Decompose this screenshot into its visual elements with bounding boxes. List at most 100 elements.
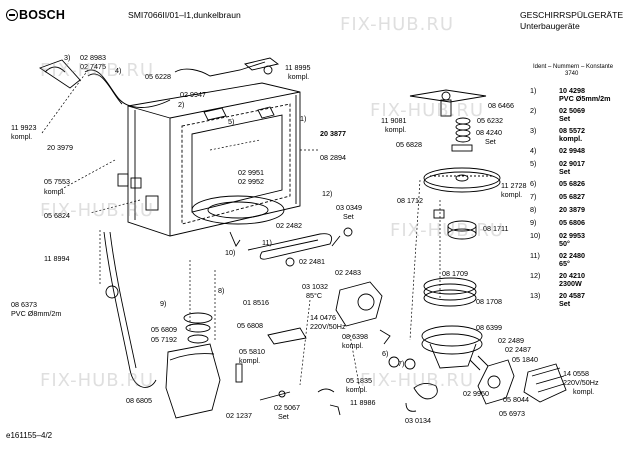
part-label: 05 7553 xyxy=(44,177,70,186)
part-label: 05 6824 xyxy=(44,211,70,220)
part-label: 6) xyxy=(382,349,389,358)
part-label: 5) xyxy=(228,117,235,126)
part-label: 02 2487 xyxy=(505,345,531,354)
part-label: 05 1840 xyxy=(512,355,538,364)
category-subtitle: Unterbaugeräte xyxy=(520,21,580,31)
filter-rings xyxy=(421,277,483,369)
part-label: 20 3979 xyxy=(47,143,73,152)
part-label: 12) xyxy=(322,189,333,198)
part-label: 9) xyxy=(160,299,167,308)
category-title: GESCHIRRSPÜLGERÄTE xyxy=(520,10,624,20)
legend-row: 13) 20 4587 Set xyxy=(530,291,585,308)
part-label: kompl. xyxy=(11,132,33,141)
watermark: FIX-HUB.RU xyxy=(370,100,485,121)
part-label: 08 2894 xyxy=(320,153,346,162)
part-label: 03 1032 xyxy=(302,282,328,291)
part-label: 08 6805 xyxy=(126,396,152,405)
small-parts xyxy=(259,227,353,416)
brackets xyxy=(117,173,159,211)
part-label: kompl. xyxy=(239,356,261,365)
part-label: 220V/50Hz xyxy=(563,378,599,387)
part-label: kompl. xyxy=(288,72,310,81)
upper-spray-arm xyxy=(409,89,487,117)
part-label: 2) xyxy=(178,100,185,109)
part-label: 03 0134 xyxy=(405,416,431,425)
drain-pump xyxy=(405,355,567,412)
part-label: 11 8986 xyxy=(350,398,376,407)
part-label: 8) xyxy=(218,286,225,295)
part-label: 08 6398 xyxy=(342,332,368,341)
part-label: 08 4240 xyxy=(476,128,502,137)
ident-label: Ident – Nummern – Konstante xyxy=(533,64,614,70)
legend-row: 6) 05 6826 xyxy=(530,179,585,188)
part-label: PVC Ø8mm/2m xyxy=(11,309,62,318)
legend-row: 1) 10 4298 PVC Ø5mm/2m xyxy=(530,86,611,103)
part-label: 02 1237 xyxy=(226,411,252,420)
part-label: 08 6466 xyxy=(488,101,514,110)
legend-row: 2) 02 5069 Set xyxy=(530,106,585,123)
part-label: 05 6808 xyxy=(237,321,263,330)
part-label: 4) xyxy=(115,66,122,75)
part-label: 11 9923 xyxy=(11,123,37,132)
document-id: e161155–4/2 xyxy=(6,431,53,440)
part-label: 14 0558 xyxy=(563,369,589,378)
part-label: 05 8044 xyxy=(503,395,529,404)
part-label: 01 8516 xyxy=(243,298,269,307)
part-label: 02 2481 xyxy=(299,257,325,266)
part-label: 02 9952 xyxy=(238,177,264,186)
pump-assembly xyxy=(165,312,243,419)
part-label: 3) xyxy=(64,53,71,62)
part-label: 220V/50Hz xyxy=(310,322,346,331)
part-label: 1) xyxy=(300,114,307,123)
part-label: 11 8995 xyxy=(285,63,311,72)
legend-row: 10) 02 9953 50° xyxy=(530,231,585,248)
part-label: kompl. xyxy=(342,341,364,350)
part-label: 20 3877 xyxy=(320,129,346,138)
legend-row: 9) 05 6806 xyxy=(530,218,585,227)
model-title: SMI7066II/01–I1,dunkelbraun xyxy=(128,10,241,20)
part-label: 05 6973 xyxy=(499,409,525,418)
part-label: 03 0349 xyxy=(336,203,362,212)
lower-spray-arm xyxy=(423,167,501,240)
part-label: Set xyxy=(343,212,354,221)
part-label: 05 5810 xyxy=(239,347,265,356)
footnote-legend: 1) 10 4298 PVC Ø5mm/2m 2) 02 5069 Set 3)… xyxy=(530,86,630,311)
brand-logo: BOSCH xyxy=(19,8,66,22)
circulation-pump xyxy=(335,281,416,370)
part-label: 85°C xyxy=(306,291,323,300)
legend-row: 5) 02 9017 Set xyxy=(530,159,585,176)
legend-row: 8) 20 3879 xyxy=(530,205,585,214)
spring-parts xyxy=(451,117,473,152)
part-label: 10) xyxy=(225,248,236,257)
part-label: Set xyxy=(278,412,289,421)
legend-row: 3) 08 5572 kompl. xyxy=(530,126,585,143)
heating-element xyxy=(229,231,333,267)
watermark: FIX-HUB.RU xyxy=(40,370,155,391)
part-label: 7) xyxy=(398,359,405,368)
part-label: Set xyxy=(485,137,496,146)
tub-frame xyxy=(127,82,301,237)
part-label: 08 6399 xyxy=(476,323,502,332)
part-label: kompl. xyxy=(44,187,66,196)
legend-row: 4) 02 9948 xyxy=(530,146,585,155)
part-label: 05 7192 xyxy=(151,335,177,344)
part-label: 02 5067 xyxy=(274,403,300,412)
part-label: 08 1708 xyxy=(476,297,502,306)
part-label: 02 9951 xyxy=(238,168,264,177)
part-label: 02 2482 xyxy=(276,221,302,230)
part-label: 02 2489 xyxy=(498,336,524,345)
part-label: 08 1709 xyxy=(442,269,468,278)
part-label: 11) xyxy=(262,238,272,247)
legend-row: 12) 20 4210 2300W xyxy=(530,271,585,288)
top-hoses xyxy=(39,57,280,121)
drain-hose xyxy=(103,231,157,388)
watermark: FIX-HUB.RU xyxy=(340,14,455,35)
ident-value: 3740 xyxy=(565,71,579,77)
part-label: 05 6828 xyxy=(396,140,422,149)
part-label: 02 9947 xyxy=(180,90,206,99)
part-label: 02 9950 xyxy=(463,389,489,398)
leader-lines xyxy=(41,69,441,391)
bosch-logo-icon xyxy=(6,9,18,21)
part-label: 14 0476 xyxy=(310,313,336,322)
